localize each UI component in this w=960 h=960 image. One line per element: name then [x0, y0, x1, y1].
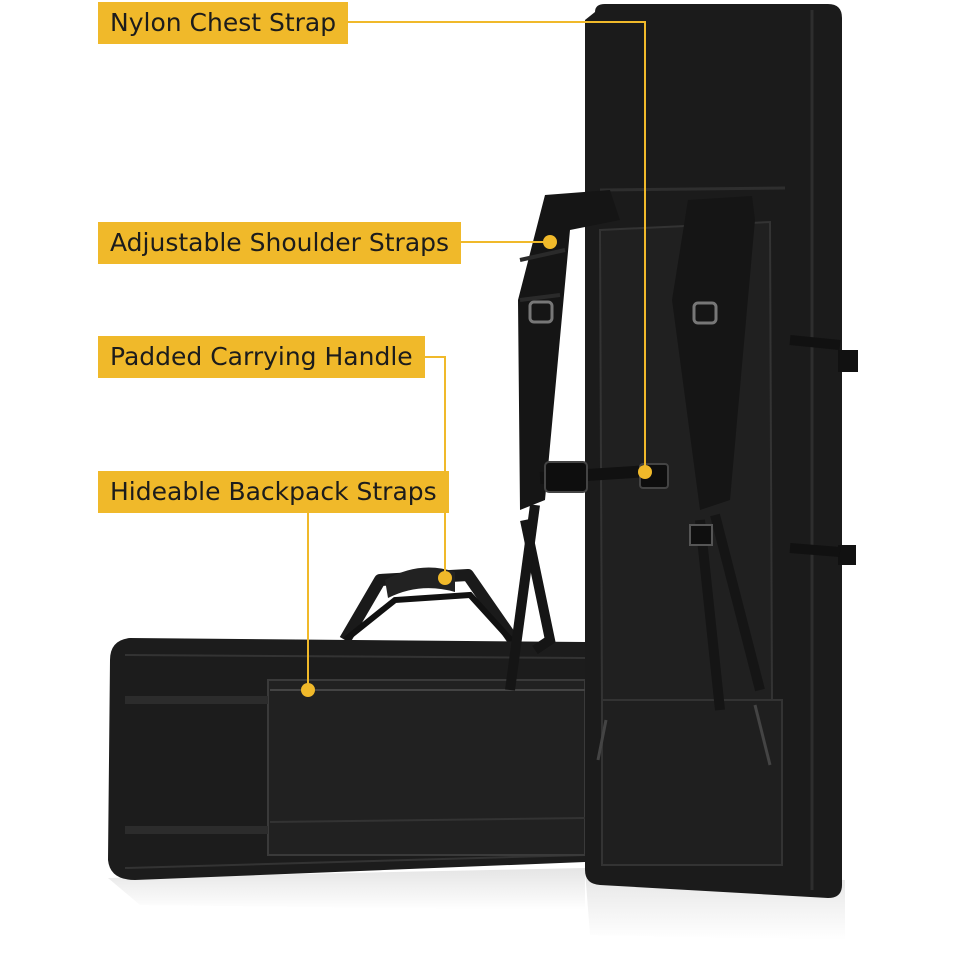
shoulder-strap-right	[672, 196, 765, 711]
vertical-rifle-bag	[505, 4, 858, 898]
d-ring-icon	[692, 301, 718, 325]
leader-handle	[412, 356, 446, 578]
callout-hideable-backpack-straps: Hideable Backpack Straps	[98, 471, 449, 513]
leader-chest	[345, 21, 646, 472]
d-ring-icon	[528, 300, 554, 324]
callout-padded-carrying-handle: Padded Carrying Handle	[98, 336, 425, 378]
side-strap-buckle	[838, 545, 856, 565]
dot-backpack	[301, 683, 315, 697]
side-strap-buckle	[838, 350, 858, 372]
carry-handle	[339, 567, 525, 654]
dot-chest	[638, 465, 652, 479]
front-pocket	[267, 679, 586, 856]
chest-strap-buckle	[544, 461, 588, 493]
callout-nylon-chest-strap: Nylon Chest Strap	[98, 2, 349, 44]
horizontal-rifle-bag	[108, 567, 586, 880]
dot-shoulder	[543, 235, 557, 249]
shoulder-strap-left	[505, 190, 620, 691]
bottom-pocket	[601, 699, 783, 866]
dot-handle	[438, 571, 452, 585]
callout-adjustable-shoulder-straps: Adjustable Shoulder Straps	[98, 222, 462, 264]
leader-dots	[301, 235, 652, 697]
